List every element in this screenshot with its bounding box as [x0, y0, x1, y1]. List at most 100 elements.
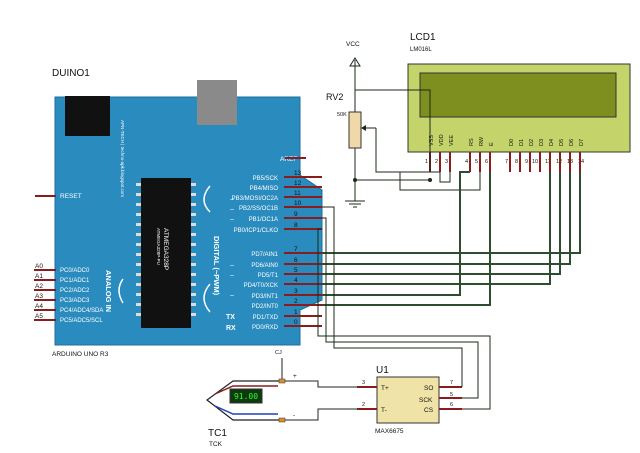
lcd-pin-label: D5 — [559, 139, 565, 146]
thermocouple-display — [229, 388, 263, 404]
digital-pin-number: 11 — [294, 190, 301, 197]
lcd-pin-label: D6 — [569, 139, 575, 146]
tc-ref: TC1 — [208, 428, 227, 439]
lcd-pin-number: 3 — [445, 159, 448, 165]
power-jack — [197, 80, 237, 125]
digital-pin-name: PD5/T1 — [258, 273, 279, 279]
digital-pin-number: 13 — [294, 170, 302, 177]
lcd-pin-number: 7 — [505, 159, 508, 165]
pwm-tilde: ~ — [230, 217, 234, 224]
aref-label: AREF — [280, 156, 297, 163]
digital-pin-number: 8 — [294, 222, 298, 229]
tc-cj-label: CJ — [275, 350, 282, 356]
max-pin-number: 5 — [450, 392, 453, 398]
lcd-pin-label: E — [489, 142, 495, 146]
lcd-pin-label: D2 — [529, 139, 535, 146]
tc-type: TCK — [209, 441, 223, 448]
analog-pins: A0 A1 A2 A3 A4 A5 PC0/ADC0 PC1/ADC1 PC2/… — [34, 263, 103, 324]
digital-pin-name: PB5/SCK — [253, 176, 278, 182]
chip-sublabel: ATMEGA328P-PU — [156, 228, 161, 265]
analog-in-title: ANALOG IN — [104, 270, 113, 312]
chip-pins-right — [191, 183, 196, 316]
max-pin-label: T- — [381, 407, 387, 414]
lcd-pin-label: D4 — [549, 139, 555, 146]
digital-pin-number: 5 — [294, 267, 298, 274]
arduino-footer: ARDUINO UNO R3 — [52, 351, 109, 358]
lcd-pin-number: 11 — [545, 159, 551, 165]
digital-pin-name: PB4/MISO — [250, 186, 279, 192]
tc-plus-label: + — [293, 373, 297, 380]
spi-wires — [317, 206, 491, 410]
digital-pin-name: PB0/ICP1/CLKO — [234, 228, 279, 234]
lcd-pin-label: RW — [479, 136, 485, 146]
arduino-board[interactable]: ATMEGA328P ATMEGA328P-PU APN-TECH | tech… — [54, 80, 323, 346]
analog-pin-ext: A3 — [35, 293, 43, 300]
pwm-tilde: ~ — [230, 293, 234, 300]
potentiometer[interactable] — [348, 111, 376, 149]
lcd-pin-label: VDD — [439, 134, 445, 146]
lcd-pin-label: D3 — [539, 139, 545, 146]
digital-pin-number: 0 — [294, 319, 298, 326]
thermocouple[interactable]: 91.00 — [205, 380, 282, 421]
digital-pin-number: 9 — [294, 211, 298, 218]
max-pin-label: SO — [424, 385, 433, 392]
digital-pin-number: 12 — [294, 180, 302, 187]
board-side-text: APN-TECH | techno-apk.blogspot.com — [120, 120, 125, 197]
pot-ref: RV2 — [326, 92, 343, 102]
lcd-pin-label: VSS — [429, 135, 435, 146]
analog-bracket — [118, 278, 124, 304]
lcd-pin-number: 4 — [465, 159, 468, 165]
max-pin-label: CS — [424, 407, 434, 414]
pwm-tilde: ~ — [230, 197, 234, 204]
analog-pin-ext: A1 — [35, 273, 43, 280]
max-pin-label: T+ — [381, 385, 389, 392]
digital-pin-number: 3 — [294, 288, 298, 295]
lcd-pin-number: 10 — [532, 159, 538, 165]
pwm-tilde: ~ — [230, 263, 234, 270]
lcd-pin-number: 8 — [515, 159, 518, 165]
lcd-pin-number: 9 — [525, 159, 528, 165]
max-pin-label: SCK — [419, 397, 433, 404]
chip-pins-left — [136, 183, 141, 316]
lcd-model: LM016L — [410, 47, 432, 53]
digital-bracket-top — [203, 185, 211, 213]
usb-jack — [65, 96, 110, 136]
analog-pin-ext: A4 — [35, 303, 43, 310]
power-wires — [353, 76, 481, 201]
digital-pin-name: PB3/MOSI/OC2A — [232, 196, 278, 202]
lcd-pin-number: 2 — [435, 159, 438, 165]
digital-pin-name: PD0/RXD — [252, 325, 279, 331]
analog-pin-ext: A5 — [35, 313, 43, 320]
vcc-symbol — [349, 57, 361, 76]
digital-pin-name: PD4/T0/XCK — [244, 283, 278, 289]
max-pin-number: 2 — [362, 402, 365, 408]
max-pin-number: 7 — [450, 380, 453, 386]
lcd-pin-number: 14 — [578, 159, 584, 165]
max-pin-number: 3 — [362, 380, 365, 386]
lcd-pin-label: VEE — [449, 135, 455, 146]
thermocouple-reading: 91.00 — [234, 392, 258, 401]
lcd-pins: VSS VDD VEE RS RW E D0 D1 D2 D3 D4 D5 D6… — [425, 134, 585, 172]
max6675-chip[interactable] — [376, 376, 440, 424]
digital-pin-name: PD3/INT1 — [252, 294, 279, 300]
digital-pin-name: PB2/SS/OC1B — [239, 206, 278, 212]
digital-pins: PB5/SCK PB4/MISO PB3/MOSI/OC2A PB2/SS/OC… — [230, 170, 322, 331]
digital-pin-number: 7 — [294, 246, 298, 253]
digital-pwm-title: DIGITAL (~PWM) — [212, 236, 221, 296]
analog-pin-name: PC1/ADC1 — [60, 278, 90, 284]
digital-pin-name: PB1/OC1A — [249, 217, 278, 223]
atmega-chip — [141, 178, 191, 328]
digital-pin-name: PD1/TXD — [253, 315, 279, 321]
digital-pin-number: 4 — [294, 277, 298, 284]
pwm-tilde: ~ — [230, 273, 234, 280]
lcd-pin-label: D1 — [519, 139, 525, 146]
cold-junction — [278, 358, 286, 423]
lcd-pin-label: D7 — [579, 139, 585, 146]
digital-pin-number: 10 — [294, 200, 302, 207]
lcd-pin-number: 5 — [475, 159, 478, 165]
rx-label: RX — [226, 325, 236, 332]
analog-pin-ext: A0 — [35, 263, 43, 270]
lcd-pin-label: D0 — [509, 139, 515, 146]
lcd-module[interactable] — [407, 63, 631, 153]
